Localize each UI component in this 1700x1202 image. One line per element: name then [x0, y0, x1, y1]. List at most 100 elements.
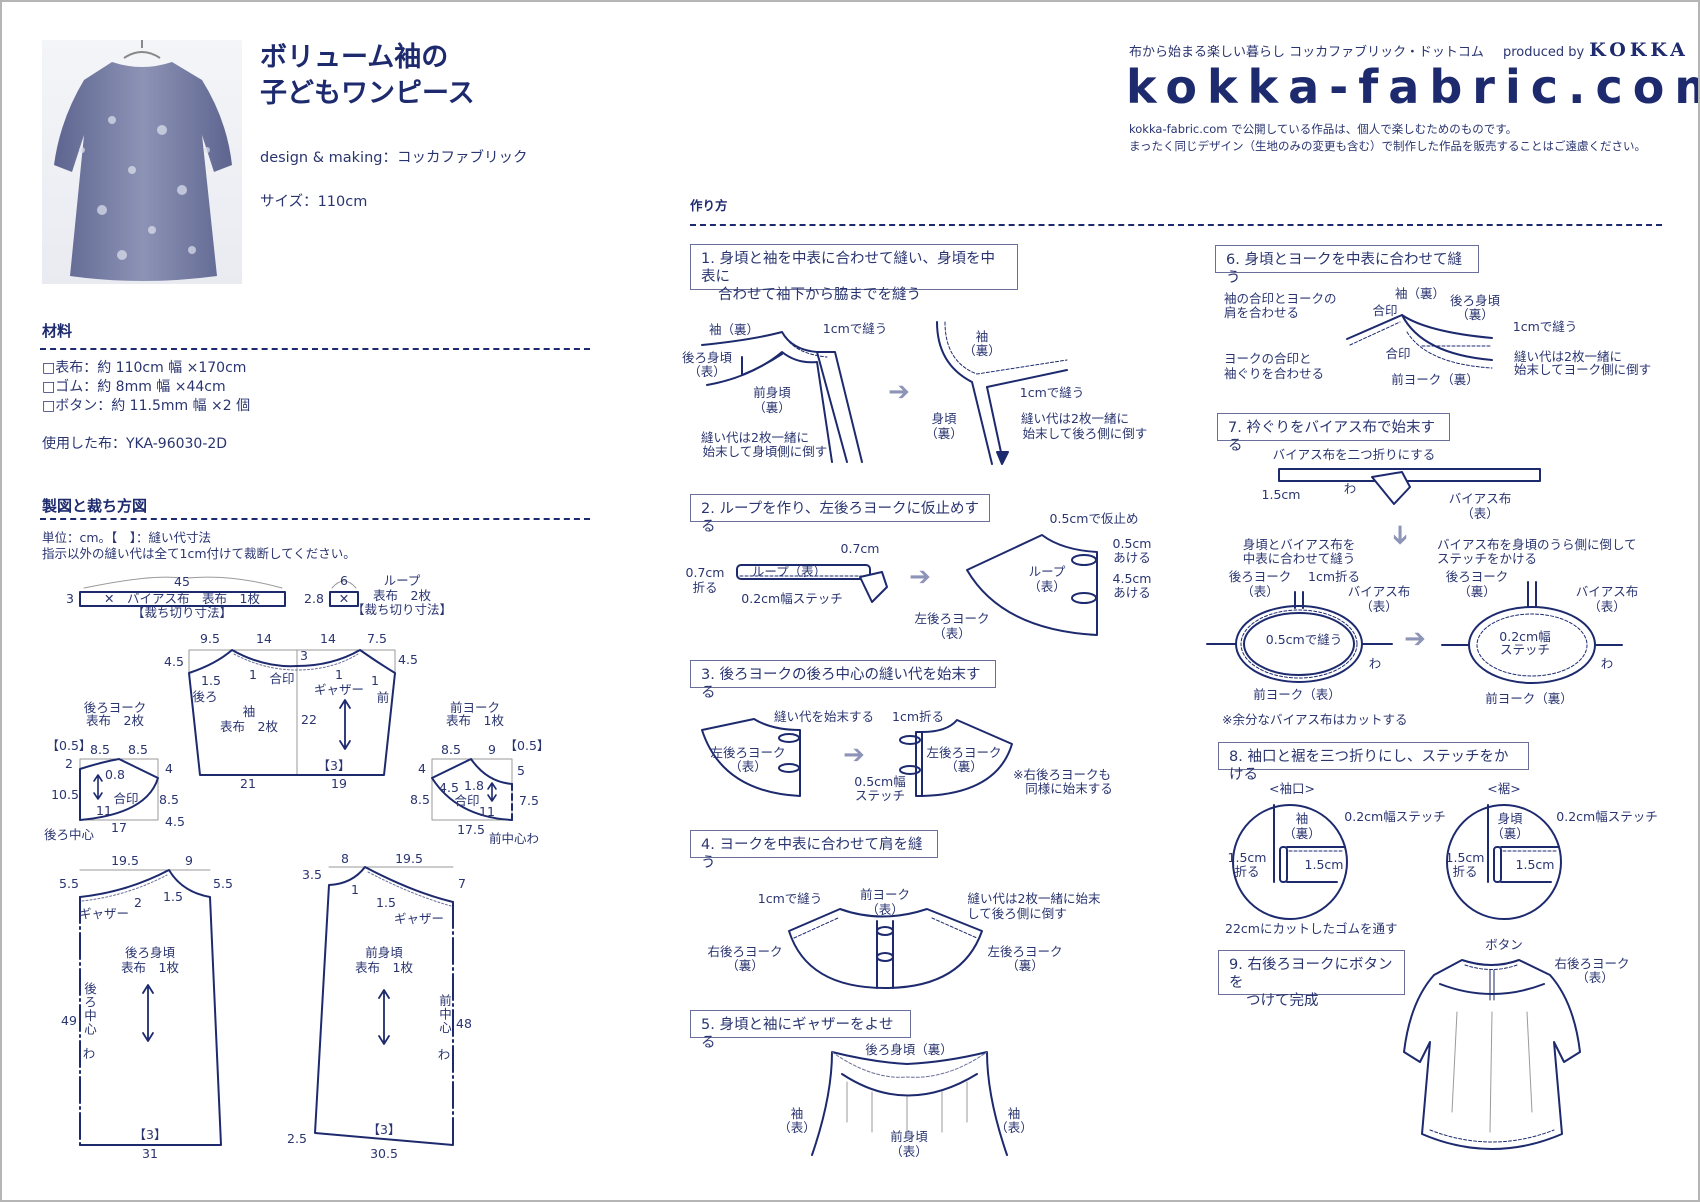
step-3-title: 3. 後ろヨークの後ろ中心の縫い代を始末する: [690, 660, 996, 701]
diagram-label: 前: [376, 690, 390, 705]
unit-note: 単位：cm。【 】：縫い代寸法: [42, 530, 212, 545]
step-7-illustration: [1206, 468, 1623, 684]
diagram-label: 11: [479, 804, 495, 819]
diagram-label: 前身頃: [753, 385, 791, 400]
diagram-label: 0.2cm幅: [1499, 629, 1551, 644]
diagram-label: あける: [1113, 585, 1151, 600]
materials-heading: 材料: [42, 322, 73, 340]
diagram-label: 合印: [454, 793, 480, 808]
diagram-label: 3: [300, 648, 308, 663]
design-credit: design & making：コッカファブリック: [260, 150, 528, 166]
diagram-label: （表）: [933, 626, 971, 641]
diagram-label: （裏）: [1456, 307, 1494, 322]
diagram-label: 始末してヨーク側に倒す: [1514, 362, 1652, 377]
diagram-label: あける: [1113, 550, 1151, 565]
diagram-label: 1.5: [376, 895, 396, 910]
diagram-label: 0.2cm幅ステッチ: [741, 591, 843, 606]
size-info: サイズ：110cm: [260, 194, 368, 210]
diagram-label: 2: [65, 756, 73, 771]
diagram-label: 左後ろヨーク: [914, 611, 990, 626]
diagram-label: 合印: [1385, 346, 1411, 361]
diagram-label: バイアス布: [1575, 584, 1639, 599]
diagram-label: 始末して後ろ側に倒す: [1022, 426, 1148, 441]
step-5-title: 5. 身頃と袖にギャザーをよせる: [690, 1010, 911, 1051]
arrow-right-icon: ➔: [909, 562, 931, 592]
diagram-label: 0.5cmで仮止め: [1049, 511, 1139, 526]
diagram-label: わ: [1343, 481, 1357, 496]
diagram-label: （裏）: [925, 426, 963, 441]
diagram-label: 1.5: [201, 673, 221, 688]
diagram-label: ※余分なバイアス布はカットする: [1222, 712, 1408, 727]
step-text: 合わせて袖下から脇までを縫う: [718, 287, 921, 303]
diagram-label: 合印: [1372, 303, 1398, 318]
step-text: 1. 身頃と袖を中表に合わせて縫い、身頃を中表に: [701, 251, 995, 285]
diagram-label: （表）: [866, 902, 904, 917]
diagram-label: 1: [335, 667, 343, 682]
diagram-label: 【3】: [367, 1122, 401, 1137]
diagram-label: 8: [341, 851, 349, 866]
step-3-illustration: [701, 718, 1013, 797]
diagram-label: 17.5: [457, 822, 485, 837]
diagram-label: 7: [458, 876, 466, 891]
diagram-label: 後ろ身頃: [681, 350, 733, 365]
diagram-label: 肩を合わせる: [1224, 305, 1300, 320]
diagram-label: 17: [111, 820, 127, 835]
front-yoke-pattern: [431, 758, 513, 821]
diagram-label: 表布 1枚: [355, 960, 413, 975]
diagram-label: 19.5: [111, 853, 139, 868]
diagram-label: 右後ろヨーク: [1554, 956, 1630, 971]
step-text: 9. 右後ろヨークにボタンを: [1229, 957, 1393, 991]
diagram-label: ヨークの合印と: [1224, 351, 1312, 366]
diagram-label: 縫い代は2枚一緒に始末: [967, 891, 1101, 906]
diagram-label: 10.5: [51, 787, 79, 802]
diagram-label: ステッチ: [1499, 642, 1551, 657]
diagram-label: 袖: [1295, 811, 1309, 826]
diagram-label: 表布 2枚: [373, 588, 431, 603]
materials-list: □表布：約 110cm 幅 ×170cm □ゴム：約 8mm 幅 ×44cm □…: [42, 359, 250, 416]
diagram-label: 【裁ち切り寸法】: [131, 605, 233, 620]
back-bodice-pattern: [79, 869, 222, 1146]
diagram-label: 1.5cm: [1304, 857, 1344, 872]
diagram-label: 前中心: [437, 993, 452, 1035]
step-1-illustration: [701, 321, 1068, 465]
diagram-label: 30.5: [370, 1146, 398, 1161]
diagram-label: 1cmで縫う: [1019, 385, 1085, 400]
diagram-label: （裏）: [1491, 826, 1529, 841]
diagram-label: 折る: [692, 580, 718, 595]
diagram-label: 1: [249, 667, 257, 682]
diagram-label: 11: [96, 803, 112, 818]
sleeve-pattern: [188, 649, 396, 776]
diagram-label: 5.5: [213, 876, 233, 891]
step-1-title: 1. 身頃と袖を中表に合わせて縫い、身頃を中表に 合わせて袖下から脇までを縫う: [690, 244, 1018, 303]
diagram-label: 2: [134, 895, 142, 910]
diagram-label: 表布 1枚: [446, 713, 504, 728]
diagram-label: ✕: [338, 591, 350, 606]
diagram-label: 1: [351, 882, 359, 897]
site-logo[interactable]: kokka-fabric.com: [1126, 60, 1700, 114]
diagram-label: 14: [256, 631, 272, 646]
diagram-label: （表）: [995, 1120, 1033, 1135]
usage-notice-2: まったく同じデザイン（生地のみの変更も含む）で制作した作品を販売することはご遠慮…: [1129, 139, 1647, 153]
diagram-label: （表）: [1241, 584, 1279, 599]
material-item: □ボタン：約 11.5mm 幅 ×2 個: [42, 398, 251, 414]
divider: [40, 348, 590, 350]
diagram-label: （表）: [1588, 599, 1626, 614]
diagram-label: 1.5cm: [1261, 487, 1301, 502]
diagram-label: 9: [488, 742, 496, 757]
diagram-label: 5.5: [59, 876, 79, 891]
diagram-label: （表）: [890, 1144, 928, 1159]
diagram-label: 袖: [242, 704, 256, 719]
page-title: ボリューム袖の 子どもワンピース: [260, 40, 475, 112]
diagram-label: 前ヨーク: [859, 887, 911, 902]
diagram-label: （表）: [1461, 506, 1499, 521]
arrow-down-icon: ➔: [1385, 524, 1415, 546]
diagram-label: 0.7cm: [840, 541, 880, 556]
title-line-1: ボリューム袖の: [260, 42, 449, 73]
diagram-label: 1.5cm: [1445, 850, 1485, 865]
diagram-label: 前ヨーク（表）: [1253, 687, 1341, 702]
fabric-used: 使用した布：YKA-96030-2D: [42, 436, 228, 452]
diagram-label: 0.7cm: [685, 565, 725, 580]
diagram-label: 【3】: [133, 1127, 167, 1142]
